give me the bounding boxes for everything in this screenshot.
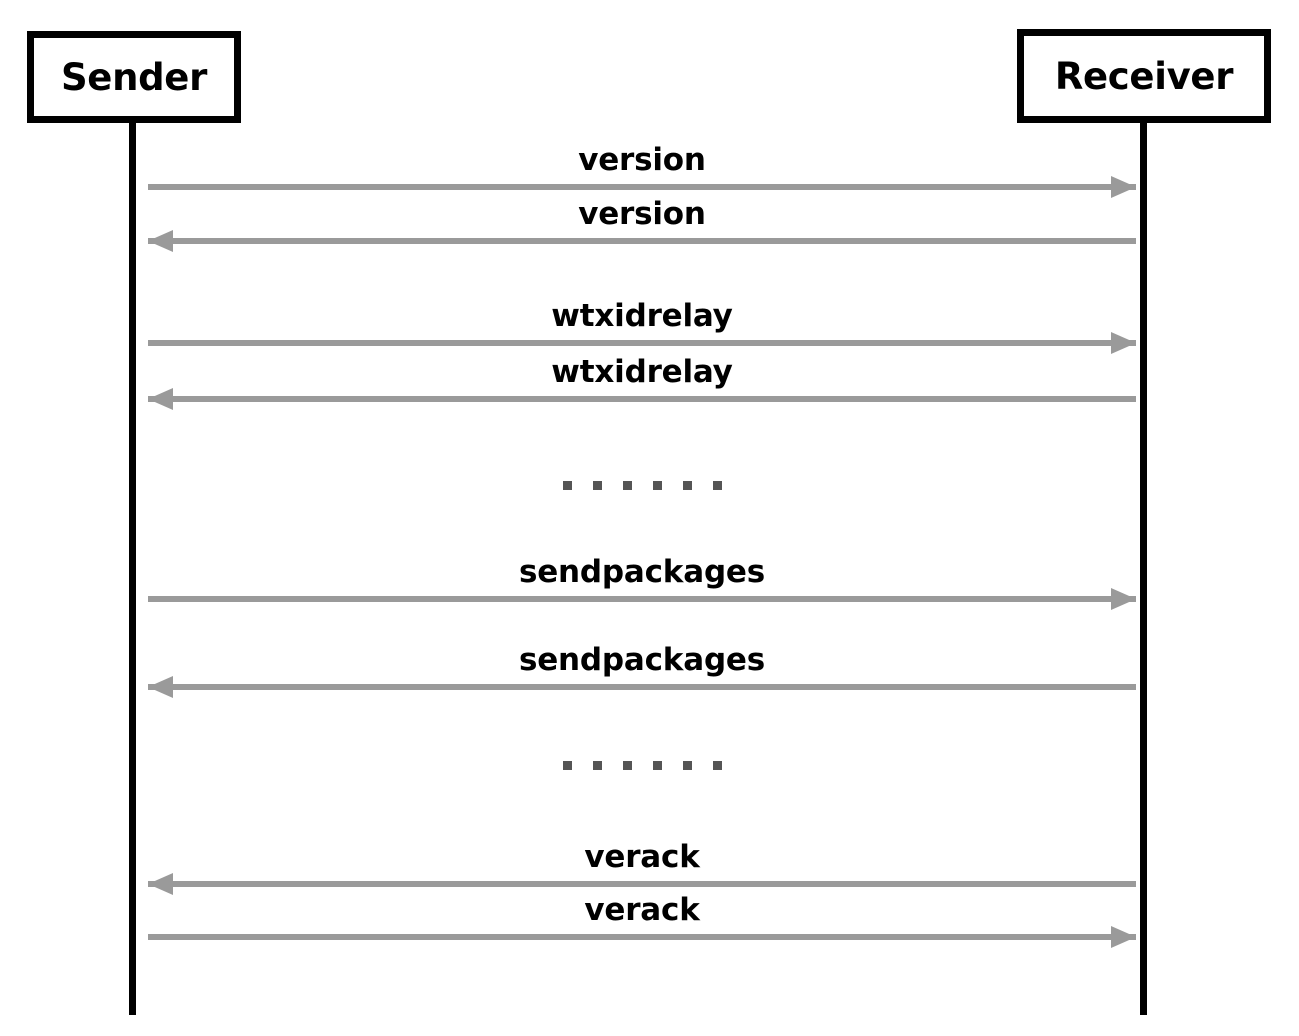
ellipsis-separator	[148, 481, 1136, 490]
arrowhead-left-icon	[148, 230, 173, 252]
participant-label-receiver: Receiver	[1054, 54, 1234, 98]
ellipsis-dot	[652, 481, 662, 490]
message-label: wtxidrelay	[551, 354, 733, 390]
ellipsis-dot	[712, 481, 722, 490]
arrowhead-right-icon	[1111, 332, 1136, 354]
arrowhead-left-icon	[148, 676, 173, 698]
message-line	[148, 596, 1136, 602]
ellipsis-dot	[682, 481, 692, 490]
arrowhead-right-icon	[1111, 926, 1136, 948]
message-label: wtxidrelay	[551, 298, 733, 334]
ellipsis-dot	[682, 761, 692, 770]
message-label: verack	[584, 839, 700, 875]
arrowhead-left-icon	[148, 873, 173, 895]
ellipsis-dot	[652, 761, 662, 770]
message-label: version	[578, 196, 706, 232]
message-line	[148, 238, 1136, 244]
arrowhead-left-icon	[148, 388, 173, 410]
message-line	[148, 184, 1136, 190]
ellipsis-dot	[592, 481, 602, 490]
message-label: verack	[584, 892, 700, 928]
arrowhead-right-icon	[1111, 588, 1136, 610]
participant-box-sender[interactable]: Sender	[27, 31, 241, 123]
message-label: sendpackages	[518, 642, 766, 678]
participant-label-sender: Sender	[60, 55, 208, 99]
message-line	[148, 684, 1136, 690]
arrowhead-right-icon	[1111, 176, 1136, 198]
message-label: version	[578, 142, 706, 178]
ellipsis-dot	[562, 481, 572, 490]
participant-box-receiver[interactable]: Receiver	[1017, 29, 1271, 123]
ellipsis-separator	[148, 761, 1136, 770]
ellipsis-dot	[622, 761, 632, 770]
ellipsis-dot	[592, 761, 602, 770]
message-line	[148, 881, 1136, 887]
ellipsis-dot	[562, 761, 572, 770]
lifeline-receiver	[1140, 120, 1147, 1015]
message-line	[148, 396, 1136, 402]
message-line	[148, 934, 1136, 940]
message-line	[148, 340, 1136, 346]
lifeline-sender	[129, 120, 136, 1015]
ellipsis-dot	[622, 481, 632, 490]
message-label: sendpackages	[518, 554, 766, 590]
ellipsis-dot	[712, 761, 722, 770]
